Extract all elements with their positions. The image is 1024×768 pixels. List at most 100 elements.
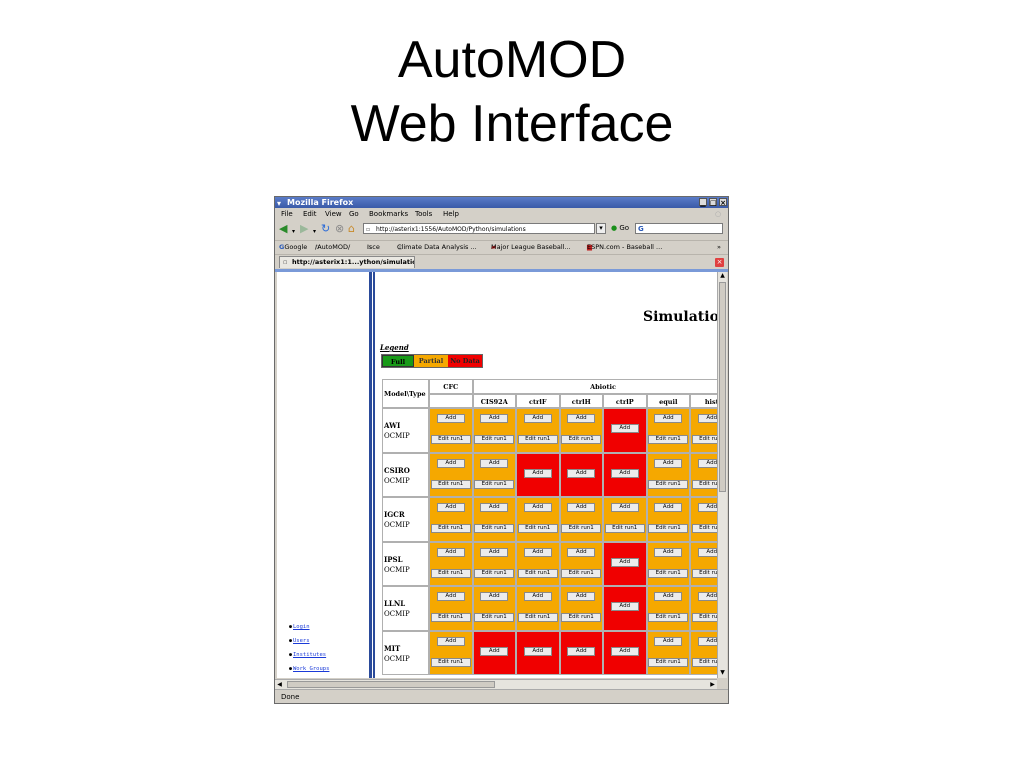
url-input[interactable]: ▫ http://asterix1:1556/AutoMOD/Python/si… — [363, 223, 595, 234]
add-button[interactable]: Add — [436, 458, 465, 468]
add-button[interactable]: Add — [523, 592, 552, 601]
add-button[interactable]: Add — [523, 547, 552, 557]
edit-run-button[interactable]: Edit run1 — [430, 435, 471, 444]
scroll-right-icon[interactable]: ▶ — [710, 681, 715, 688]
add-button[interactable]: Add — [436, 636, 465, 646]
add-button[interactable]: Add — [567, 414, 596, 423]
menu-file[interactable]: File — [281, 210, 293, 218]
reload-icon[interactable]: ↻ — [321, 222, 331, 235]
maximize-icon[interactable]: □ — [709, 198, 717, 207]
edit-run-button[interactable]: Edit run1 — [648, 435, 689, 444]
add-button[interactable]: Add — [697, 503, 717, 512]
institutes-link[interactable]: Institutes — [293, 652, 327, 658]
work-groups-link[interactable]: Work Groups — [293, 666, 330, 672]
vertical-scroll-thumb[interactable] — [719, 282, 726, 492]
url-dropdown-icon[interactable]: ▾ — [596, 223, 606, 234]
close-icon[interactable]: × — [719, 198, 727, 207]
add-button[interactable]: Add — [697, 547, 717, 557]
edit-run-button[interactable]: Edit run1 — [691, 479, 717, 489]
edit-run-button[interactable]: Edit run1 — [517, 435, 558, 444]
edit-run-button[interactable]: Edit run1 — [561, 568, 602, 578]
window-menu-icon[interactable]: ▾ — [277, 199, 282, 208]
menu-view[interactable]: View — [325, 210, 342, 218]
add-button[interactable]: Add — [436, 547, 465, 557]
add-button[interactable]: Add — [654, 503, 683, 512]
edit-run-button[interactable]: Edit run1 — [474, 613, 515, 622]
edit-run-button[interactable]: Edit run1 — [648, 568, 689, 578]
add-button[interactable]: Add — [567, 503, 596, 512]
add-button[interactable]: Add — [436, 503, 465, 512]
window-titlebar[interactable]: ▾ Mozilla Firefox ▁ □ × — [275, 197, 728, 208]
edit-run-button[interactable]: Edit run1 — [517, 524, 558, 533]
edit-run-button[interactable]: Edit run1 — [474, 435, 515, 444]
menu-tools[interactable]: Tools — [415, 210, 433, 218]
edit-run-button[interactable]: Edit run1 — [648, 479, 689, 489]
horizontal-scroll-thumb[interactable] — [287, 681, 495, 688]
edit-run-button[interactable]: Edit run1 — [474, 568, 515, 578]
vertical-scrollbar[interactable]: ▲ ▼ — [717, 272, 727, 678]
edit-run-button[interactable]: Edit run1 — [430, 524, 471, 533]
menu-go[interactable]: Go — [349, 210, 359, 218]
edit-run-button[interactable]: Edit run1 — [691, 524, 717, 533]
edit-run-button[interactable]: Edit run1 — [561, 613, 602, 622]
back-dropdown-icon[interactable]: ▾ — [292, 228, 296, 235]
go-button[interactable]: ● Go — [611, 223, 629, 234]
stop-icon[interactable]: ⊗ — [335, 222, 345, 235]
add-button[interactable]: Add — [523, 468, 552, 478]
add-button[interactable]: Add — [697, 592, 717, 601]
edit-run-button[interactable]: Edit run1 — [691, 435, 717, 444]
edit-run-button[interactable]: Edit run1 — [691, 568, 717, 578]
add-button[interactable]: Add — [610, 468, 639, 478]
scroll-left-icon[interactable]: ◀ — [277, 681, 282, 688]
edit-run-button[interactable]: Edit run1 — [430, 479, 471, 489]
forward-icon[interactable]: ▶ — [300, 222, 309, 235]
menu-help[interactable]: Help — [443, 210, 459, 218]
edit-run-button[interactable]: Edit run1 — [561, 435, 602, 444]
edit-run-button[interactable]: Edit run1 — [648, 524, 689, 533]
add-button[interactable]: Add — [654, 458, 683, 468]
edit-run-button[interactable]: Edit run1 — [517, 568, 558, 578]
edit-run-button[interactable]: Edit run1 — [517, 613, 558, 622]
back-icon[interactable]: ◀ — [279, 222, 288, 235]
add-button[interactable]: Add — [697, 414, 717, 423]
add-button[interactable]: Add — [610, 646, 639, 656]
add-button[interactable]: Add — [523, 503, 552, 512]
add-button[interactable]: Add — [567, 592, 596, 601]
add-button[interactable]: Add — [523, 414, 552, 423]
add-button[interactable]: Add — [654, 592, 683, 601]
horizontal-scrollbar[interactable]: ◀ ▶ — [275, 679, 717, 689]
tab-simulations[interactable]: ▫ http://asterix1:1...ython/simulations — [279, 256, 415, 268]
users-link[interactable]: Users — [293, 638, 310, 644]
edit-run-button[interactable]: Edit run1 — [648, 613, 689, 622]
add-button[interactable]: Add — [480, 547, 509, 557]
menu-bookmarks[interactable]: Bookmarks — [369, 210, 409, 218]
edit-run-button[interactable]: Edit run1 — [430, 657, 471, 667]
scroll-down-icon[interactable]: ▼ — [720, 669, 725, 676]
add-button[interactable]: Add — [610, 557, 639, 567]
add-button[interactable]: Add — [697, 458, 717, 468]
close-tab-icon[interactable]: × — [715, 258, 724, 267]
search-input[interactable]: G — [635, 223, 723, 234]
add-button[interactable]: Add — [480, 503, 509, 512]
add-button[interactable]: Add — [567, 646, 596, 656]
add-button[interactable]: Add — [654, 414, 683, 423]
add-button[interactable]: Add — [523, 646, 552, 656]
add-button[interactable]: Add — [610, 503, 639, 512]
add-button[interactable]: Add — [654, 547, 683, 557]
add-button[interactable]: Add — [436, 592, 465, 601]
login-link[interactable]: Login — [293, 624, 310, 630]
edit-run-button[interactable]: Edit run1 — [474, 479, 515, 489]
edit-run-button[interactable]: Edit run1 — [691, 657, 717, 667]
edit-run-button[interactable]: Edit run1 — [691, 613, 717, 622]
scroll-up-icon[interactable]: ▲ — [720, 272, 725, 279]
add-button[interactable]: Add — [567, 468, 596, 478]
forward-dropdown-icon[interactable]: ▾ — [313, 228, 317, 235]
add-button[interactable]: Add — [610, 602, 639, 611]
edit-run-button[interactable]: Edit run1 — [604, 524, 645, 533]
add-button[interactable]: Add — [480, 592, 509, 601]
home-icon[interactable]: ⌂ — [348, 222, 355, 235]
add-button[interactable]: Add — [480, 414, 509, 423]
add-button[interactable]: Add — [480, 458, 509, 468]
add-button[interactable]: Add — [654, 636, 683, 646]
